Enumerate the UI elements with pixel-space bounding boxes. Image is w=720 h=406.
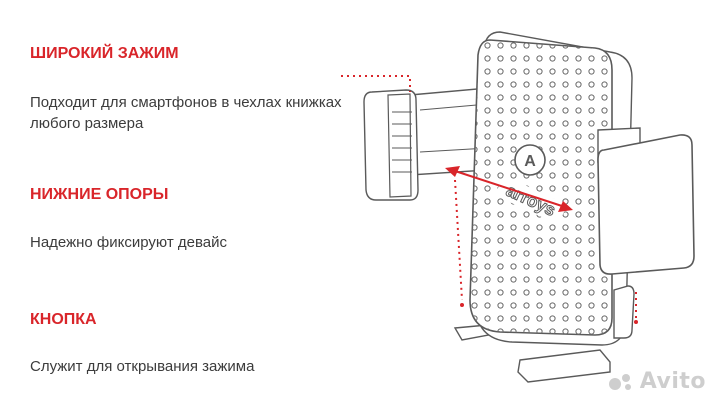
dot-texture xyxy=(470,40,612,335)
feature-title: НИЖНИЕ ОПОРЫ xyxy=(30,186,169,203)
right-clamp-pad xyxy=(597,134,695,275)
feature-description: Надежно фиксируют девайс xyxy=(30,234,228,251)
avito-logo-icon xyxy=(608,374,631,390)
width-arrow xyxy=(445,166,573,212)
feature-title: КНОПКА xyxy=(30,311,97,328)
leader-lines xyxy=(340,75,637,318)
feature-description: Подходит для смартфонов в чехлах книжках… xyxy=(30,94,342,132)
feature-description: Служит для открывания зажима xyxy=(30,358,255,375)
logo-letter: A xyxy=(524,153,536,170)
avito-watermark: Avito xyxy=(608,369,706,394)
car-phone-holder-icon: A arroys xyxy=(340,31,695,383)
base-foot-right xyxy=(517,349,611,383)
watermark-text: Avito xyxy=(639,369,706,394)
brand-logo: A xyxy=(514,144,546,176)
feature-title: ШИРОКИЙ ЗАЖИМ xyxy=(30,45,179,62)
release-button xyxy=(613,285,635,339)
